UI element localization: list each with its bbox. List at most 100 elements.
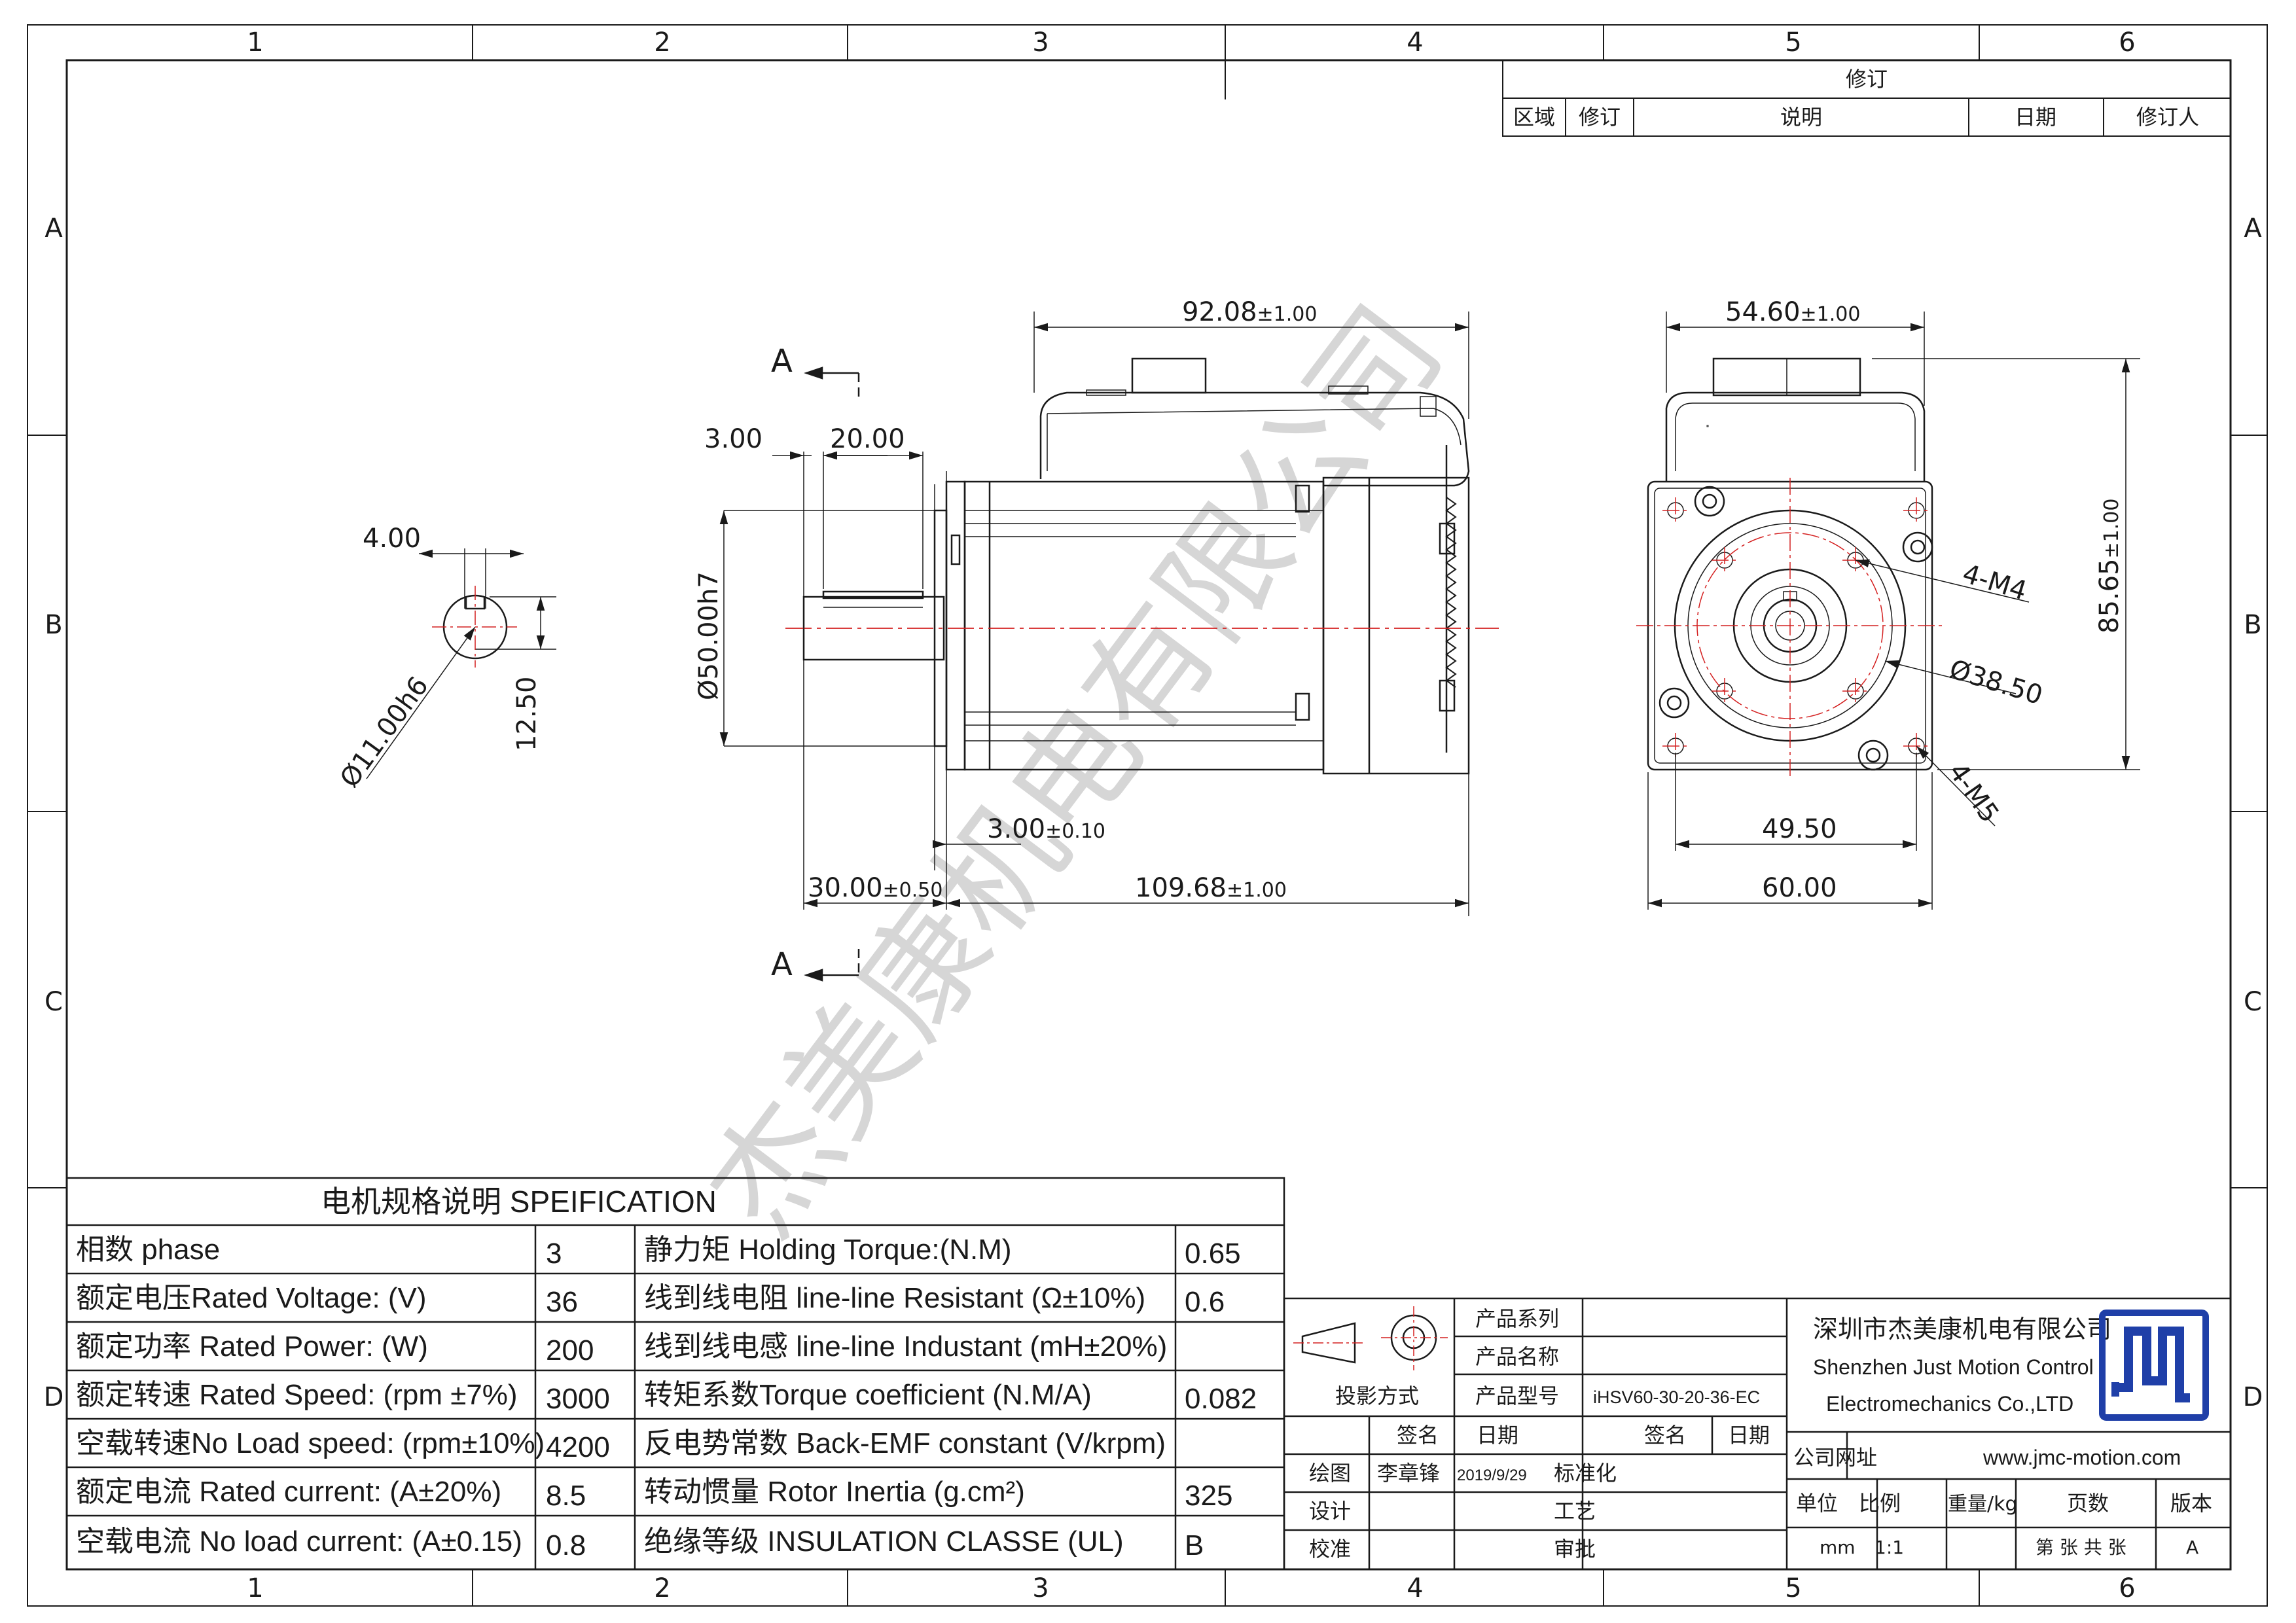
flange: [945, 480, 966, 771]
dim-holes-m5: 4-M5: [1943, 757, 2005, 828]
projection-centerlines: [1293, 1306, 1448, 1370]
revision-col-rev: 修订: [1579, 105, 1621, 130]
spec-right-label: 转动惯量 Rotor Inertia (g.cm²): [644, 1476, 1025, 1508]
spec-row: 空载电流 No load current: (A±0.15) 0.8 绝缘等级 …: [76, 1525, 1204, 1561]
label-series: 产品系列: [1475, 1306, 1559, 1331]
shaft-end-centerlines: [432, 586, 517, 668]
dim-hole-span: 49.50: [1762, 814, 1837, 844]
label-approve: 审批: [1554, 1537, 1596, 1561]
zone-col-3-top: 3: [1032, 27, 1049, 58]
model-value: iHSV60-30-20-36-EC: [1593, 1387, 1760, 1407]
spec-row: 额定电压Rated Voltage: (V) 36 线到线电阻 line-lin…: [76, 1282, 1225, 1318]
company-name-en-1: Shenzhen Just Motion Control: [1813, 1355, 2094, 1379]
spec-right-label: 转矩系数Torque coefficient (N.M/A): [644, 1379, 1092, 1411]
dim-width-top: 92.08±1.00: [1182, 297, 1317, 327]
spec-left-label: 额定电压Rated Voltage: (V): [76, 1282, 427, 1314]
company-name-en-2: Electromechanics Co.,LTD: [1826, 1392, 2073, 1416]
dim-pilot-depth: 3.00±0.10: [987, 814, 1105, 844]
dim-shaft-len: 30.00±0.50: [808, 873, 942, 903]
spec-left-label: 额定功率 Rated Power: (W): [76, 1330, 428, 1363]
dim-flange-size: 60.00: [1762, 873, 1837, 903]
key: [822, 590, 924, 599]
company-logo: [2099, 1310, 2209, 1421]
drawer-name: 李章锋: [1377, 1461, 1440, 1486]
label-model: 产品型号: [1475, 1383, 1559, 1408]
company-name-cn: 深圳市杰美康机电有限公司: [1813, 1315, 2111, 1344]
zone-col-5-bottom: 5: [1785, 1573, 1801, 1603]
dim-flange-width: 54.60±1.00: [1725, 297, 1860, 327]
spec-right-label: 线到线电感 line-line Industant (mH±20%): [644, 1330, 1167, 1363]
section-marker-bottom: [804, 949, 860, 982]
zone-col-2-top: 2: [654, 27, 670, 58]
zone-row-c-right: C: [2244, 987, 2262, 1017]
shaft-end-view: [366, 548, 556, 779]
zone-col-3-bottom: 3: [1032, 1573, 1049, 1603]
section-marker-top: [804, 366, 860, 398]
front-view-dimensions: [1647, 312, 2140, 910]
revision-col-zone: 区域: [1513, 105, 1555, 130]
dim-body-len: 109.68±1.00: [1135, 873, 1287, 903]
label-process: 工艺: [1554, 1499, 1596, 1524]
zone-row-b-right: B: [2244, 610, 2261, 640]
zone-row-a-right: A: [2244, 213, 2262, 243]
zone-col-2-bottom: 2: [654, 1573, 670, 1603]
spec-left-value: 200: [546, 1334, 594, 1366]
spec-right-value: B: [1185, 1529, 1204, 1561]
spec-right-label: 线到线电阻 line-line Resistant (Ω±10%): [644, 1282, 1145, 1314]
website: www.jmc-motion.com: [1982, 1446, 2181, 1469]
revision-col-reviser: 修订人: [2136, 105, 2199, 130]
label-draw: 绘图: [1309, 1461, 1351, 1486]
spec-left-value: 3: [546, 1238, 562, 1270]
spec-right-value: 0.65: [1185, 1238, 1241, 1270]
label-projection: 投影方式: [1335, 1383, 1419, 1408]
spec-left-value: 8.5: [546, 1480, 586, 1512]
spec-table: 电机规格说明 SPEIFICATION 相数 phase 3 静力矩 Holdi…: [76, 1185, 1257, 1561]
spec-right-label: 绝缘等级 INSULATION CLASSE (UL): [644, 1525, 1124, 1558]
dim-height-right: 85.65±1.00: [2094, 499, 2125, 633]
dim-key-height: 12.50: [512, 676, 542, 751]
label-version: 版本: [2170, 1491, 2212, 1516]
zone-row-a-left: A: [45, 213, 63, 243]
spec-left-value: 36: [546, 1286, 578, 1318]
spec-right-value: 0.082: [1185, 1383, 1257, 1415]
label-pages: 页数: [2067, 1491, 2109, 1516]
dim-flange-thick: 3.00: [704, 424, 762, 454]
label-standard: 标准化: [1554, 1461, 1617, 1486]
zone-col-6-top: 6: [2119, 27, 2135, 58]
section-label-bottom: A: [771, 946, 793, 983]
zone-row-d-right: D: [2243, 1382, 2263, 1412]
spec-left-value: 4200: [546, 1431, 610, 1463]
watermark-text: 杰美康机电有限公司: [680, 280, 1469, 1261]
dim-key-length: 20.00: [830, 424, 905, 454]
watermark: 杰美康机电有限公司: [680, 280, 1469, 1261]
zone-col-4-top: 4: [1407, 27, 1423, 58]
front-drive-housing: [1665, 391, 1926, 482]
label-weight: 重量/kg: [1948, 1493, 2018, 1516]
zone-row-c-left: C: [45, 987, 63, 1017]
spec-right-value: 0.6: [1185, 1286, 1225, 1318]
spec-row: 相数 phase 3 静力矩 Holding Torque:(N.M) 0.65: [76, 1234, 1241, 1270]
zone-col-4-bottom: 4: [1407, 1573, 1423, 1603]
zone-col-6-bottom: 6: [2119, 1573, 2135, 1603]
spec-row: 空载转速No Load speed: (rpm±10%) 4200 反电势常数 …: [76, 1427, 1166, 1463]
spec-left-value: 3000: [546, 1383, 610, 1415]
revision-title: 修订: [1846, 67, 1888, 92]
side-view-dimensions: [719, 312, 1469, 916]
title-block: 产品系列 产品名称 产品型号 iHSV60-30-20-36-EC 投影方式 签…: [1309, 1306, 2212, 1561]
spec-row: 额定功率 Rated Power: (W) 200 线到线电感 line-lin…: [76, 1330, 1167, 1366]
drive-housing: [1039, 391, 1470, 487]
revision-table: [1502, 60, 2231, 137]
connector: [1131, 357, 1207, 394]
spec-left-label: 额定电流 Rated current: (A±20%): [76, 1476, 501, 1508]
label-website: 公司网址: [1793, 1445, 1877, 1470]
revision-col-desc: 说明: [1780, 105, 1822, 130]
dim-pilot-dia: Ø50.00h7: [694, 571, 724, 700]
spec-left-label: 相数 phase: [76, 1234, 220, 1266]
pages-value: 第 张 共 张: [2036, 1537, 2126, 1558]
label-design: 设计: [1309, 1499, 1351, 1524]
label-name: 产品名称: [1475, 1344, 1559, 1369]
zone-col-1-bottom: 1: [247, 1573, 263, 1603]
unit-value: mm: [1820, 1537, 1856, 1558]
dim-holes-m4: 4-M4: [1959, 559, 2030, 607]
